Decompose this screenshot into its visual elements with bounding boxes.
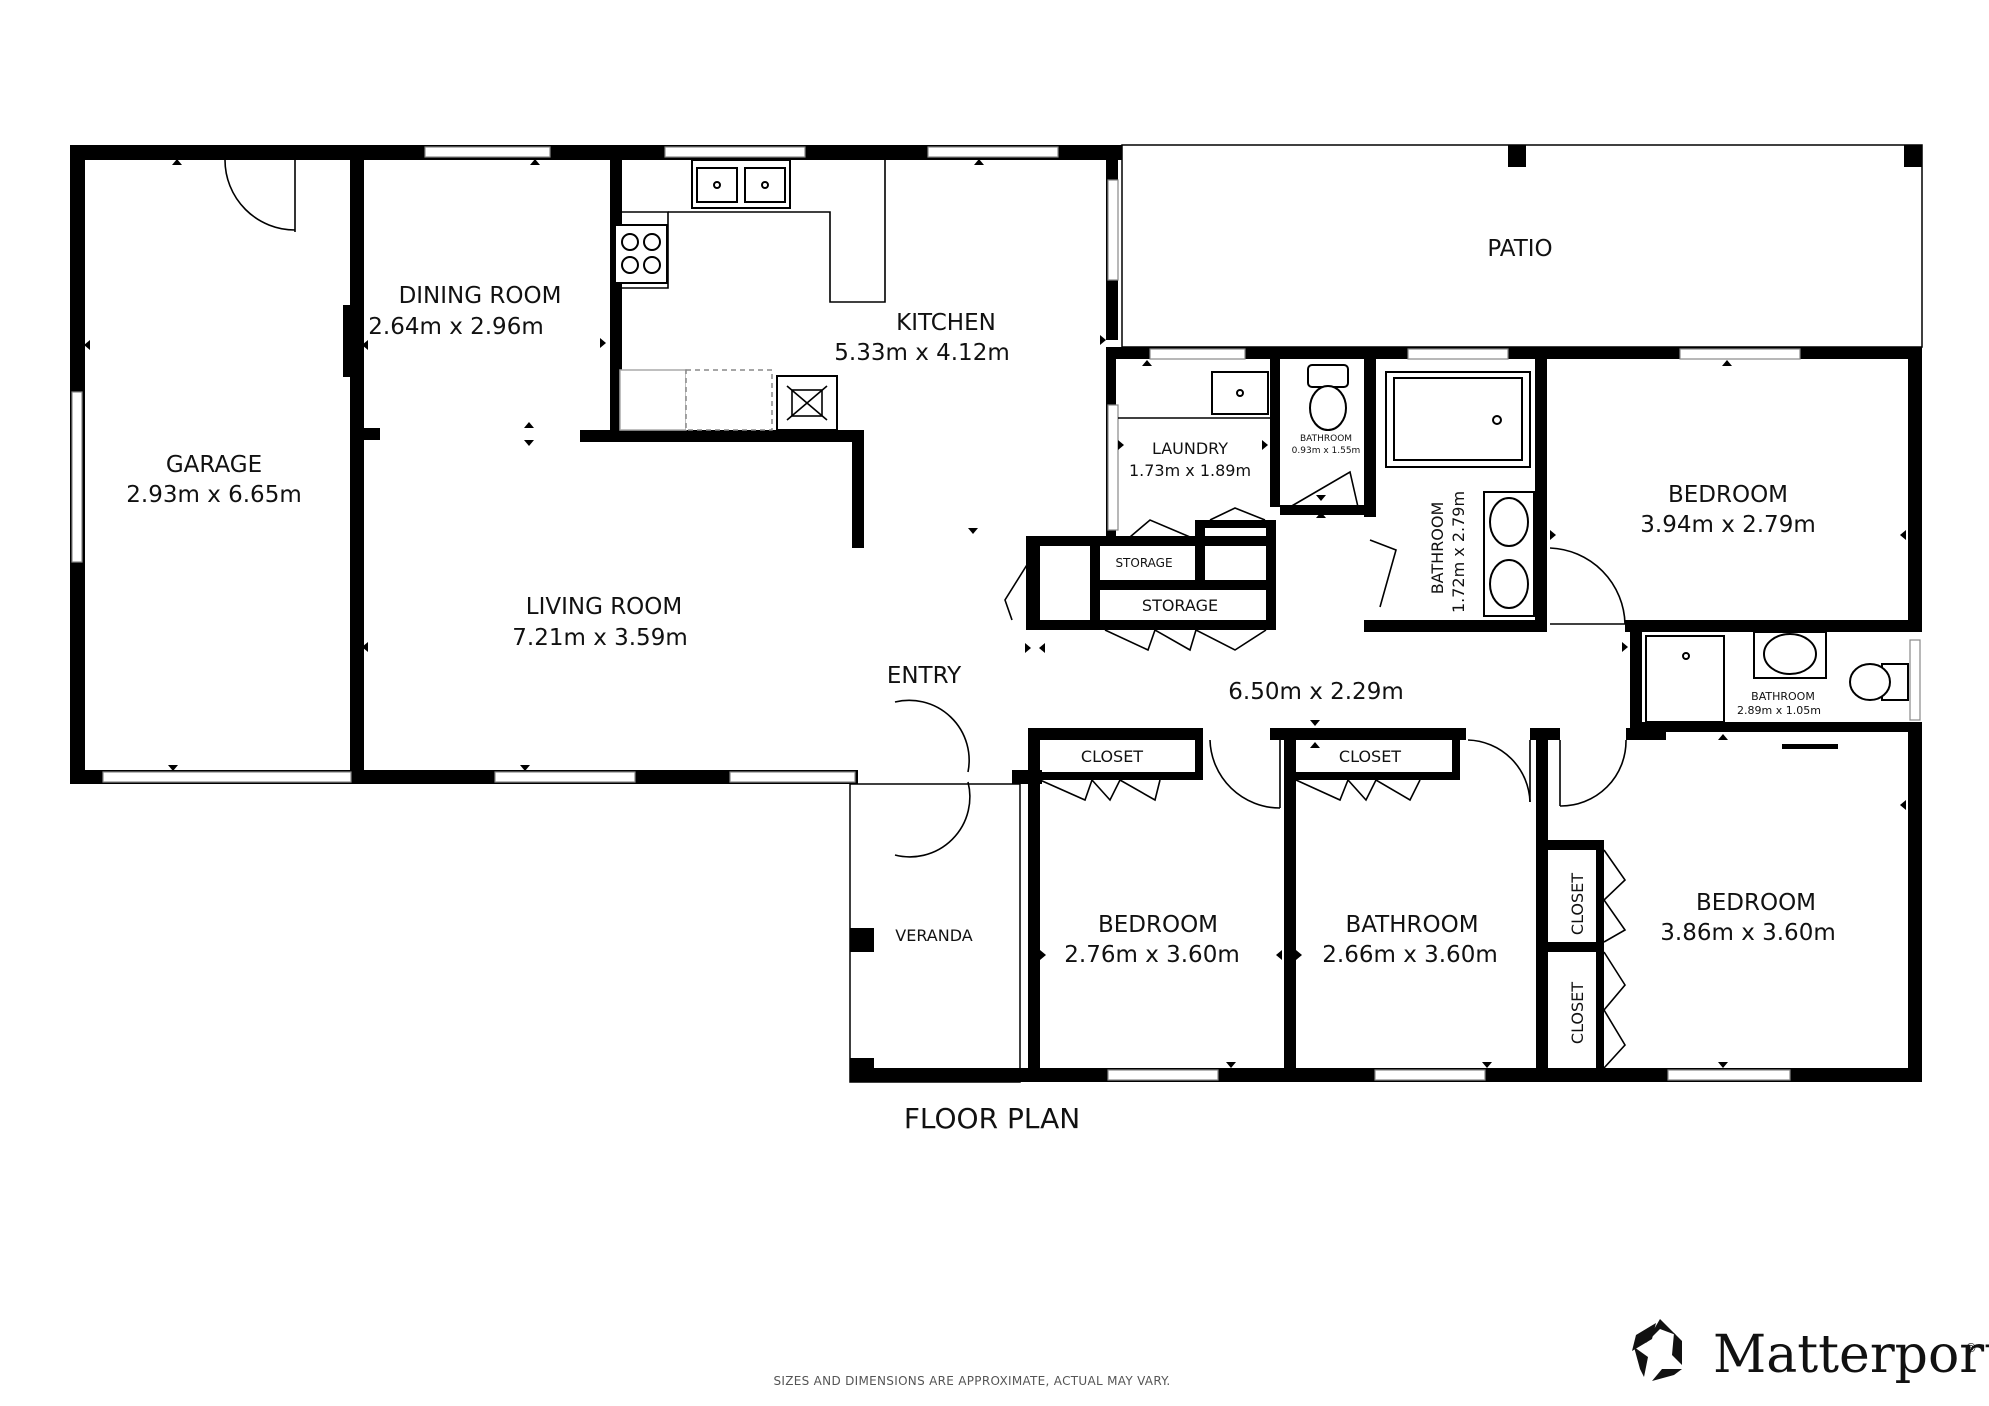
hallway-dims: 6.50m x 2.29m [1228,679,1403,705]
bedroom-s2-dims: 3.86m x 3.60m [1660,920,1835,946]
kitchen-name: KITCHEN [896,310,996,336]
laundry-dims: 1.73m x 1.89m [1129,461,1251,480]
closet-c-name: CLOSET [1568,873,1587,935]
brand-registered-mark: ® [1965,1341,1977,1355]
matterport-logo-icon [1632,1319,1682,1381]
bedroom-ne-dims: 3.94m x 2.79m [1640,512,1815,538]
living-room-dims: 7.21m x 3.59m [512,625,687,651]
brand-name: Matterport [1713,1325,1989,1385]
laundry-name: LAUNDRY [1152,439,1228,458]
bedroom-s2-name: BEDROOM [1696,890,1816,916]
closet-d-name: CLOSET [1568,982,1587,1044]
entry-name: ENTRY [887,663,962,689]
bathroom-s-dims: 2.66m x 3.60m [1322,942,1497,968]
wc-dims: 0.93m x 1.55m [1292,446,1361,456]
plan-title: FLOOR PLAN [904,1102,1080,1135]
fixtures [614,159,1909,723]
wc-name: BATHROOM [1300,434,1352,444]
bathroom-vertical-name: BATHROOM [1428,502,1447,595]
veranda-name: VERANDA [895,926,972,945]
bathroom-vertical-dims: 1.72m x 2.79m [1449,491,1468,613]
dining-room-dims: 2.64m x 2.96m [368,314,543,340]
closet-b-name: CLOSET [1339,747,1401,766]
bedroom-s1-name: BEDROOM [1098,912,1218,938]
storage-small-name: STORAGE [1115,556,1172,570]
living-room-name: LIVING ROOM [526,594,683,620]
room-labels: GARAGE 2.93m x 6.65m DINING ROOM 2.64m x… [126,236,1835,1044]
bathroom-s-name: BATHROOM [1345,912,1478,938]
patio-name: PATIO [1487,236,1552,262]
closet-a-name: CLOSET [1081,747,1143,766]
disclaimer: SIZES AND DIMENSIONS ARE APPROXIMATE, AC… [773,1374,1170,1388]
garage-name: GARAGE [166,452,262,478]
walls [70,144,1923,1083]
doors [224,159,1627,1069]
storage-wide-name: STORAGE [1142,596,1218,615]
kitchen-dims: 5.33m x 4.12m [834,340,1009,366]
bedroom-ne-name: BEDROOM [1668,482,1788,508]
windows [71,146,1921,1081]
ensuite-dims: 2.89m x 1.05m [1737,704,1821,717]
direction-markers [84,159,1906,1068]
ensuite-name: BATHROOM [1751,690,1815,703]
bedroom-s1-dims: 2.76m x 3.60m [1064,942,1239,968]
garage-dims: 2.93m x 6.65m [126,482,301,508]
dining-room-name: DINING ROOM [399,283,562,309]
